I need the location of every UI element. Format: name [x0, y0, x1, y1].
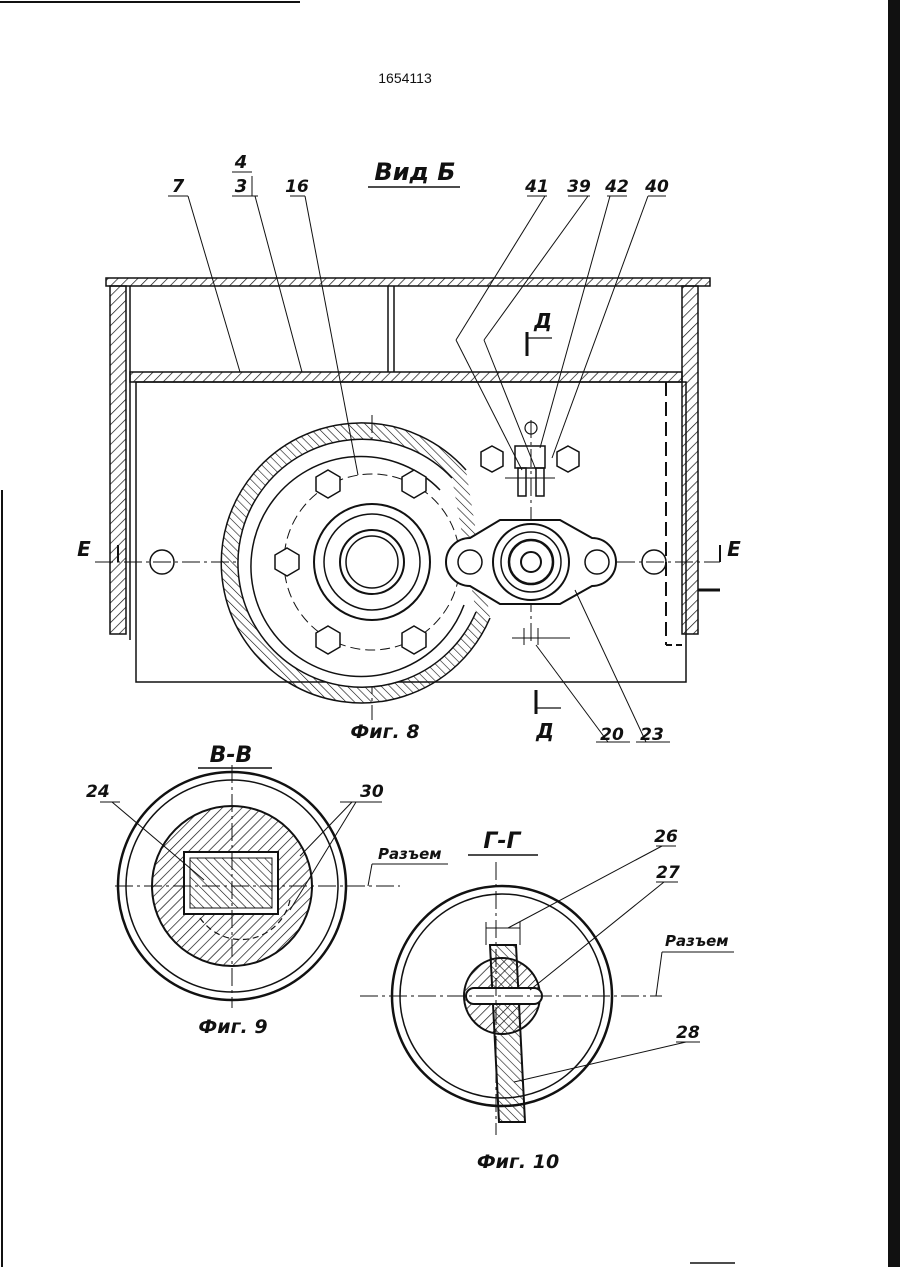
figure-9-caption: Фиг. 9	[198, 1016, 267, 1038]
label-7: 7	[172, 176, 185, 197]
figure-8-caption: Фиг. 8	[350, 721, 419, 743]
label-27: 27	[656, 863, 680, 883]
bolt-hex-icon	[316, 470, 340, 498]
figure-8: Вид Б	[77, 152, 741, 745]
left-wall	[110, 286, 126, 634]
patent-number: 1654113	[378, 70, 432, 86]
label-26: 26	[654, 827, 678, 847]
label-23: 23	[640, 725, 664, 745]
label-28: 28	[676, 1023, 700, 1043]
figure-10-caption: Фиг. 10	[477, 1151, 559, 1173]
label-39: 39	[567, 177, 591, 197]
label-41: 41	[524, 177, 549, 197]
middle-plate	[130, 372, 682, 382]
label-20: 20	[600, 725, 624, 745]
sheet-right-border	[888, 0, 900, 1267]
view-b-title: Вид Б	[374, 158, 455, 186]
bolt-hex-icon	[481, 446, 503, 472]
section-vv-title: В-В	[210, 743, 253, 768]
bolt-hex-icon	[402, 626, 426, 654]
label-30: 30	[360, 782, 384, 802]
label-40: 40	[644, 177, 669, 197]
bolt-hex-icon	[275, 548, 299, 576]
section-e-right: Е	[727, 537, 741, 561]
top-plate	[106, 278, 710, 286]
section-e-left: Е	[77, 537, 91, 561]
label-3: 3	[235, 176, 248, 197]
bolt-hex-icon	[316, 626, 340, 654]
right-wall	[682, 286, 698, 634]
label-4: 4	[234, 152, 248, 173]
figure-10: Г-Г 26 27 28 Разъем Фиг. 10	[360, 827, 734, 1173]
split-label-fig10: Разъем	[665, 932, 729, 950]
split-label-fig9: Разъем	[378, 845, 442, 863]
label-24: 24	[86, 782, 110, 802]
section-gg-title: Г-Г	[483, 829, 521, 854]
label-42: 42	[604, 177, 629, 197]
bolt-hex-icon	[402, 470, 426, 498]
section-d-top: Д	[533, 309, 552, 333]
figure-9: В-В 24 30 Разъем Фиг. 9	[86, 743, 448, 1038]
section-d-bottom: Д	[535, 719, 554, 743]
bolt-hex-icon	[557, 446, 579, 472]
label-16: 16	[285, 177, 309, 197]
